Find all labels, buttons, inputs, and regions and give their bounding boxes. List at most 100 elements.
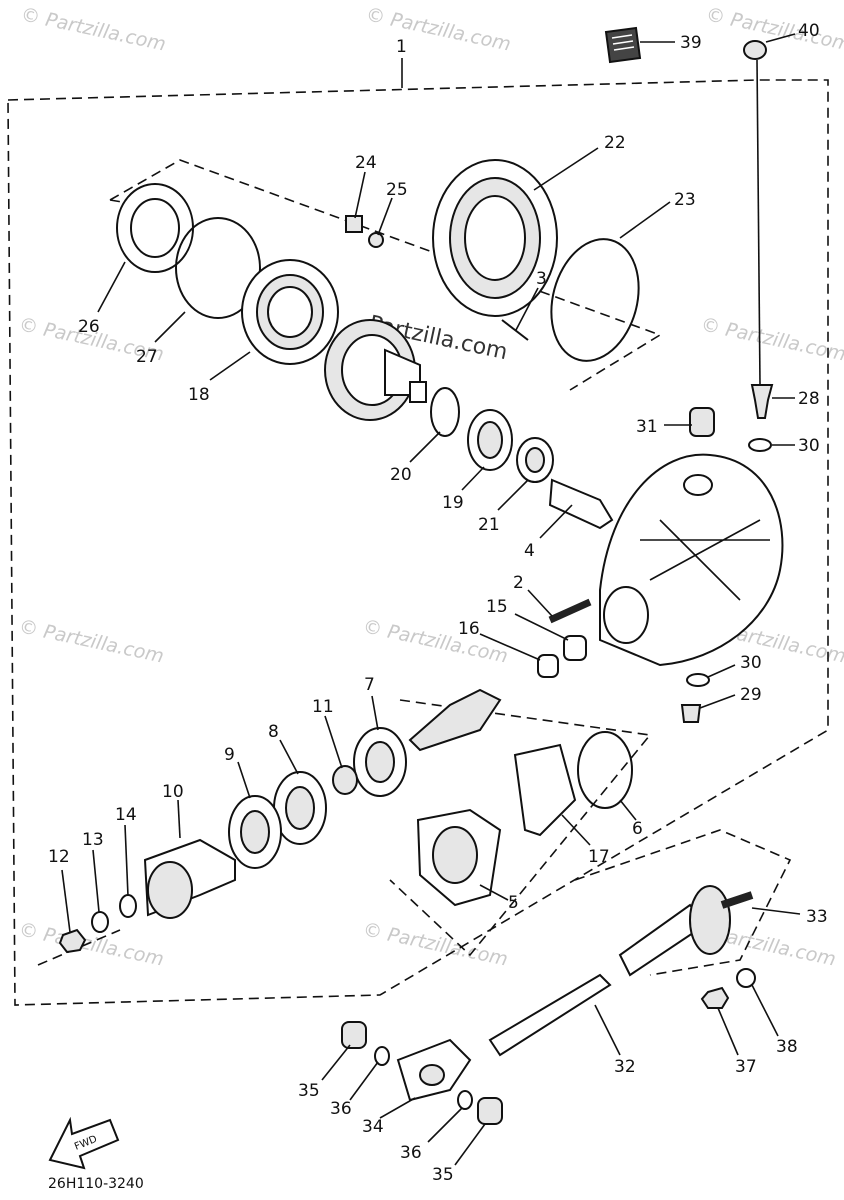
callout-36: 36 (330, 1099, 352, 1119)
oil-seal (116, 183, 194, 273)
gasket (513, 743, 577, 837)
callout-26: 26 (78, 317, 100, 337)
bearing-medium (467, 409, 513, 471)
callout-5: 5 (508, 893, 519, 913)
cap (743, 40, 767, 60)
diagram-code: 26H110-3240 (48, 1176, 144, 1192)
gear-case (599, 453, 784, 667)
callout-30-lower: 30 (740, 653, 762, 673)
callout-2: 2 (513, 573, 524, 593)
plug (689, 407, 715, 437)
leader-lines (61, 33, 801, 1166)
washer (91, 911, 109, 933)
callout-38: 38 (776, 1037, 798, 1057)
callout-40: 40 (798, 21, 820, 41)
drive-shaft (488, 885, 754, 1057)
callout-29: 29 (740, 685, 762, 705)
assembly-boundary (7, 58, 829, 1006)
stud (548, 598, 592, 624)
bearing-retainer (416, 808, 502, 907)
washer (368, 232, 384, 248)
bearing-large (241, 259, 339, 365)
callout-20: 20 (390, 465, 412, 485)
bushing (537, 654, 559, 678)
callout-16: 16 (458, 619, 480, 639)
bearing-small (516, 437, 554, 483)
callout-17: 17 (588, 847, 610, 867)
callout-35: 35 (298, 1081, 320, 1101)
coupling-gear (143, 838, 236, 919)
callout-21: 21 (478, 515, 500, 535)
callout-7: 7 (364, 675, 375, 695)
bolt (680, 704, 702, 723)
callout-15: 15 (486, 597, 508, 617)
circlip (457, 1090, 473, 1110)
callout-labels: 1 2 3 4 5 6 7 8 9 10 11 12 13 14 15 16 1… (48, 21, 828, 1185)
label-sticker (604, 26, 642, 64)
callout-34: 34 (362, 1117, 384, 1137)
fwd-arrow-icon: FWD (48, 1116, 120, 1170)
drive-pinion (408, 688, 502, 752)
callout-25: 25 (386, 180, 408, 200)
shaft-group-bracket (574, 829, 792, 976)
watermark: © Partzilla.com (361, 615, 510, 667)
watermark: © Partzilla.com (17, 918, 166, 970)
callout-11: 11 (312, 697, 334, 717)
washer (736, 968, 756, 988)
callout-33: 33 (806, 907, 828, 927)
watermark: © Partzilla.com (19, 3, 168, 55)
nut (700, 986, 730, 1009)
watermark: © Partzilla.com (704, 3, 844, 55)
callout-22: 22 (604, 133, 626, 153)
callout-24: 24 (355, 153, 377, 173)
callout-13: 13 (82, 830, 104, 850)
bearing-housing (432, 159, 558, 317)
o-ring (175, 217, 261, 319)
watermark: © Partzilla.com (699, 313, 844, 365)
washer (748, 438, 772, 452)
ring-gear (324, 319, 427, 421)
stud (501, 319, 529, 341)
o-ring (577, 731, 633, 809)
bearing-cap (477, 1097, 503, 1125)
callout-28: 28 (798, 389, 820, 409)
nut (58, 928, 87, 954)
callout-3: 3 (536, 269, 547, 289)
callout-35-lower: 35 (432, 1165, 454, 1185)
callout-30: 30 (798, 436, 820, 456)
nut (345, 215, 363, 233)
callout-37: 37 (735, 1057, 757, 1077)
watermark: © Partzilla.com (17, 615, 166, 667)
callout-8: 8 (268, 722, 279, 742)
callout-32: 32 (614, 1057, 636, 1077)
o-ring-large (550, 238, 640, 362)
bearing-cap (341, 1021, 367, 1049)
circlip (119, 894, 137, 918)
bearing (273, 771, 327, 845)
watermark: © Partzilla.com (364, 3, 513, 55)
bushing (563, 635, 587, 661)
callout-9: 9 (224, 745, 235, 765)
callout-36-lower: 36 (400, 1143, 422, 1163)
universal-joint (396, 1038, 472, 1102)
callout-18: 18 (188, 385, 210, 405)
bearing (228, 795, 282, 869)
callout-6: 6 (632, 819, 643, 839)
collar (332, 765, 358, 795)
callout-4: 4 (524, 541, 535, 561)
callout-12: 12 (48, 847, 70, 867)
callout-19: 19 (442, 493, 464, 513)
bearing (353, 727, 407, 797)
washer (686, 673, 710, 687)
circlip (374, 1046, 390, 1066)
shaft (548, 478, 614, 530)
callout-1: 1 (396, 37, 407, 57)
callout-27: 27 (136, 347, 158, 367)
callout-10: 10 (162, 782, 184, 802)
callout-14: 14 (115, 805, 137, 825)
callout-39: 39 (680, 33, 702, 53)
bolt (750, 384, 774, 419)
callout-23: 23 (674, 190, 696, 210)
middle-group-bracket (37, 699, 652, 966)
